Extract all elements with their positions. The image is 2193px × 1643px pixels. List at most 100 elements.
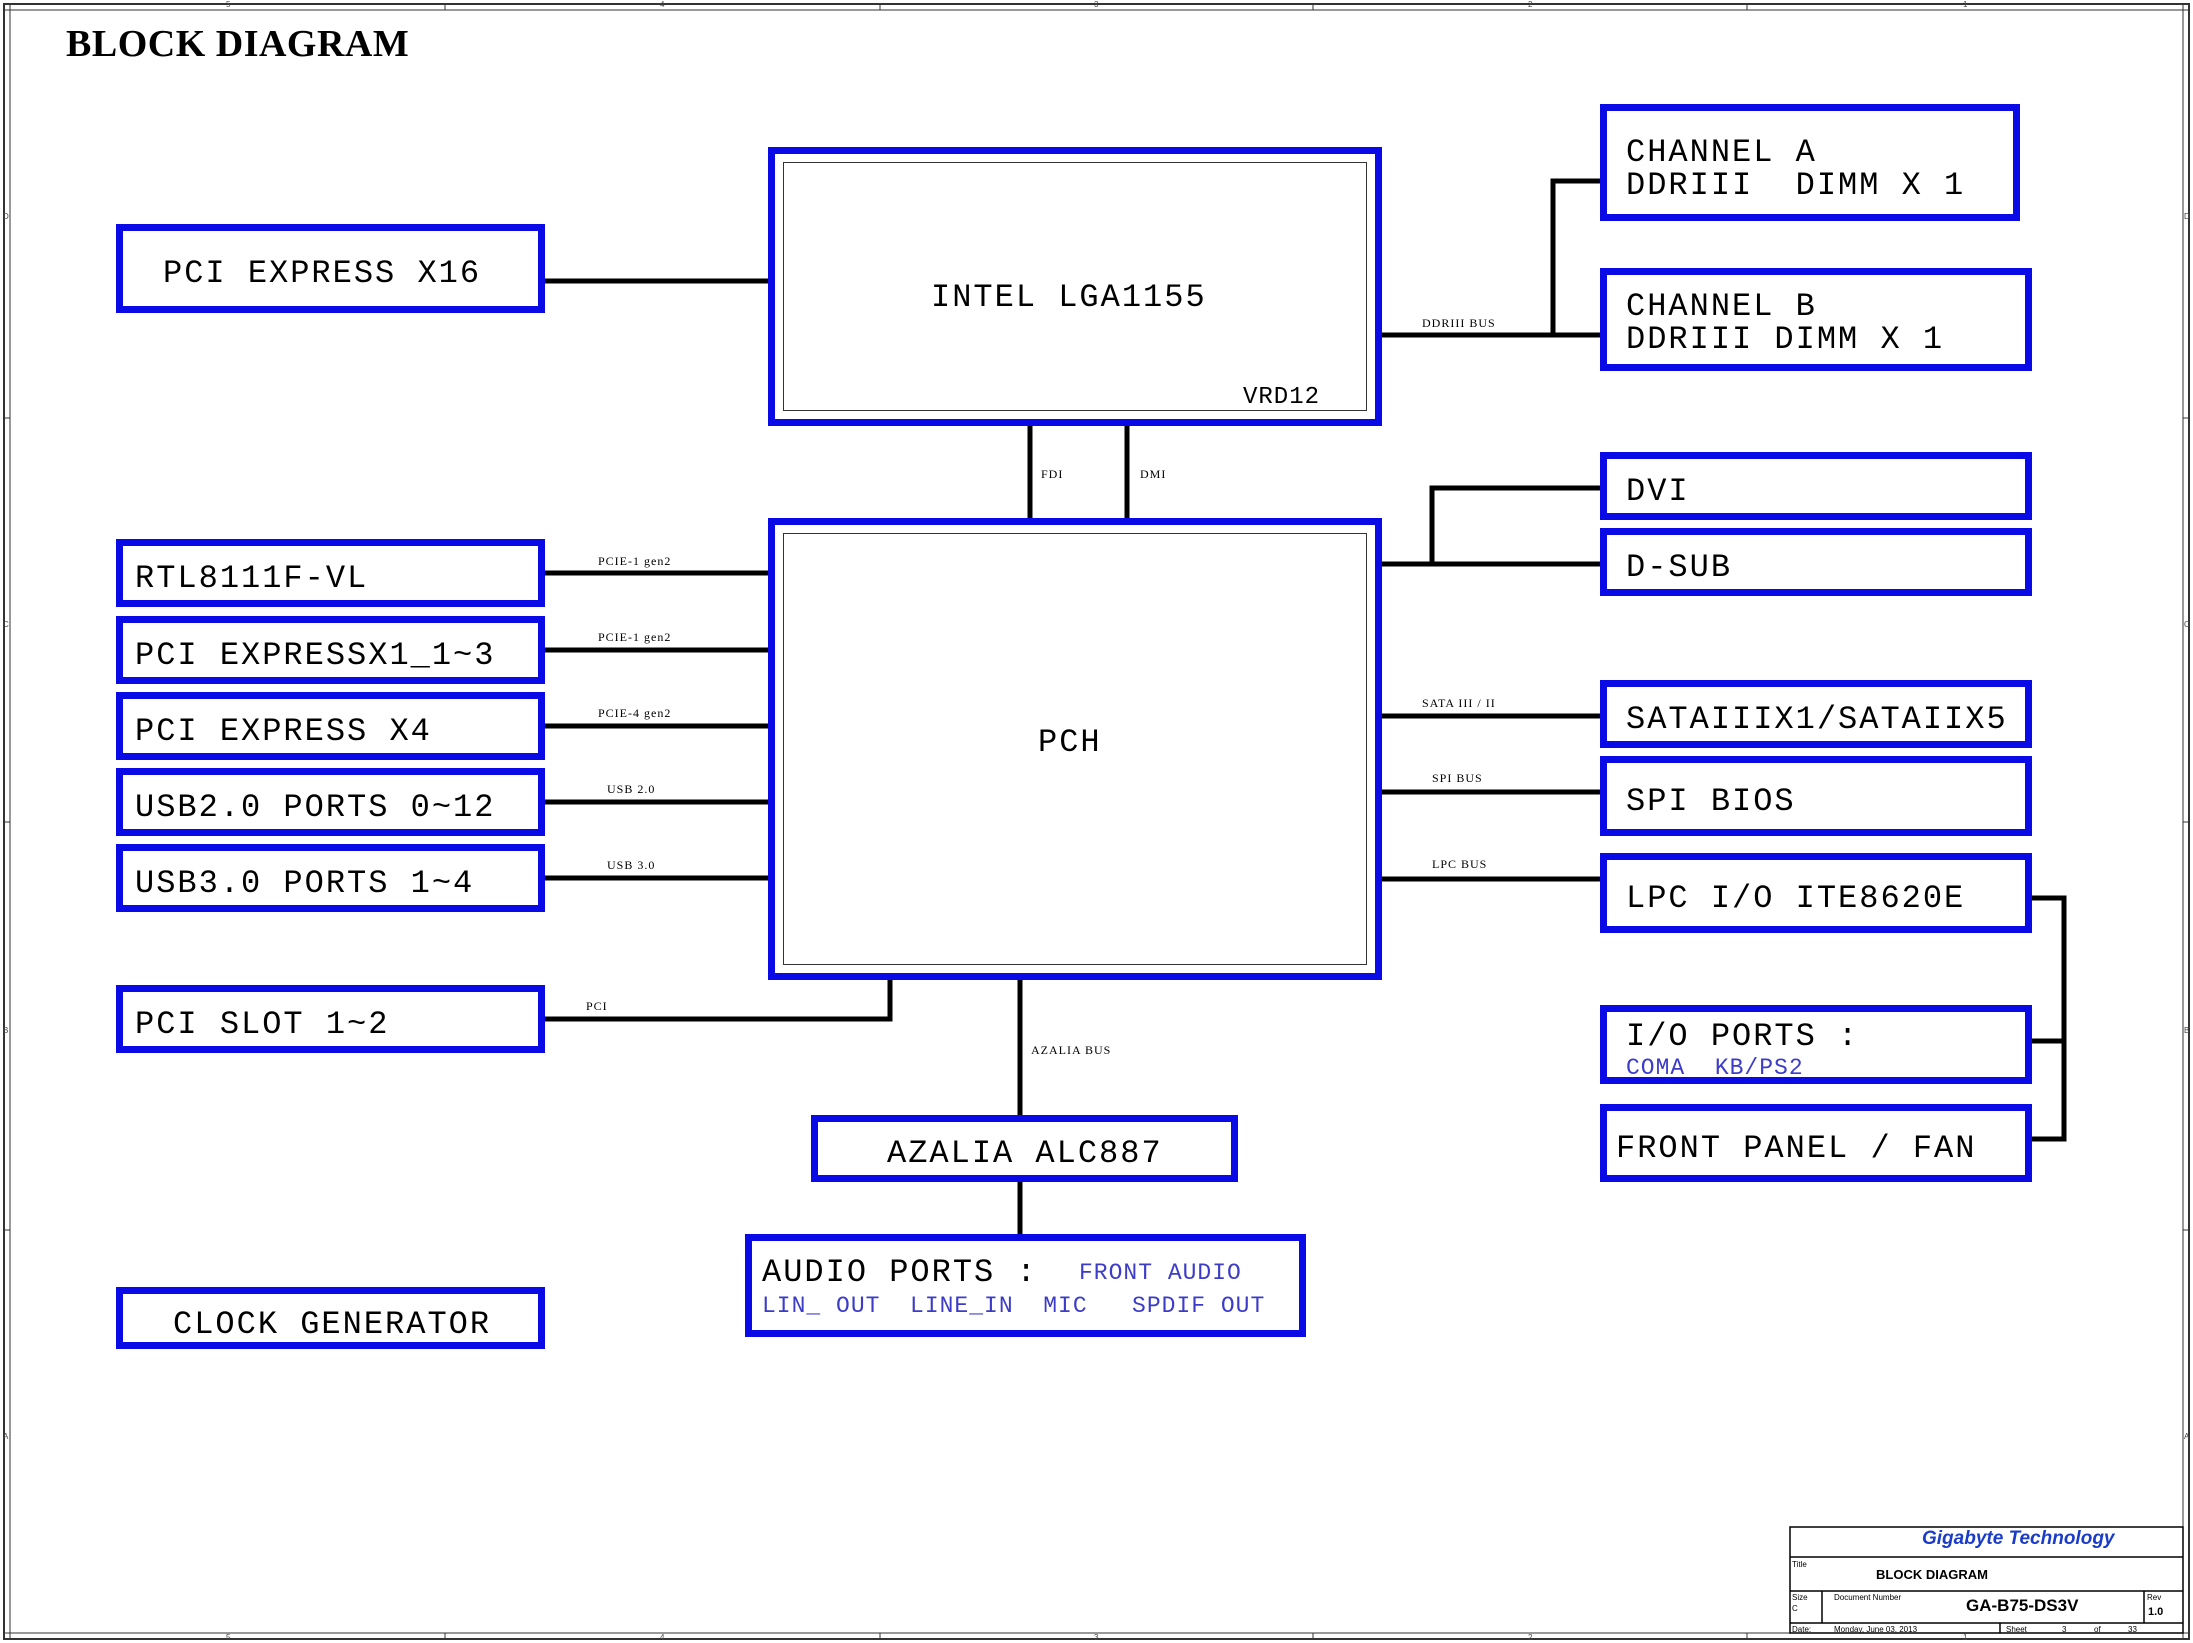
row-label: B bbox=[3, 1026, 9, 1035]
col-label: 3 bbox=[1094, 0, 1099, 9]
channel-a-line2: DDRIII DIMM X 1 bbox=[1626, 167, 1966, 204]
cpu-inner-frame bbox=[783, 162, 1367, 411]
pcie-x4-block: PCI EXPRESS X4 bbox=[116, 692, 545, 760]
rtl-label: RTL8111F-VL bbox=[135, 560, 369, 597]
col-label: 5 bbox=[226, 1633, 231, 1642]
sata-label: SATAIIIX1/SATAIIX5 bbox=[1626, 701, 2008, 738]
wire-ddr-branch bbox=[1550, 178, 1603, 338]
dvi-label: DVI bbox=[1626, 473, 1690, 510]
bus-label-sata: SATA III / II bbox=[1422, 696, 1496, 710]
col-label: 2 bbox=[1528, 0, 1533, 9]
pcie-x1-label: PCI EXPRESSX1_1~3 bbox=[135, 637, 496, 674]
spi-bios-label: SPI BIOS bbox=[1626, 783, 1796, 820]
sheet-total: 33 bbox=[2128, 1625, 2137, 1634]
wire-lpc-io bbox=[2027, 895, 2067, 1142]
bus-label-fdi: FDI bbox=[1041, 467, 1064, 481]
channel-b-line1: CHANNEL B bbox=[1626, 288, 1817, 325]
front-panel-block: FRONT PANEL / FAN bbox=[1600, 1104, 2032, 1182]
bus-label-pcie4: PCIE-4 gen2 bbox=[598, 706, 672, 720]
usb3-label: USB3.0 PORTS 1~4 bbox=[135, 865, 475, 902]
cpu-label: INTEL LGA1155 bbox=[931, 279, 1207, 316]
bus-label-pcie1-a: PCIE-1 gen2 bbox=[598, 554, 672, 568]
sheet-number: 3 bbox=[2062, 1625, 2067, 1634]
docnum-caption: Document Number bbox=[1834, 1593, 1902, 1602]
cpu-block: INTEL LGA1155 VRD12 bbox=[768, 147, 1382, 426]
bus-label-pci: PCI bbox=[586, 999, 608, 1013]
clock-generator-label: CLOCK GENERATOR bbox=[173, 1306, 492, 1343]
title-block-frame bbox=[1789, 1526, 2184, 1634]
bus-label-spi: SPI BUS bbox=[1432, 771, 1483, 785]
row-label: B bbox=[2184, 1026, 2190, 1035]
pch-label: PCH bbox=[1038, 724, 1102, 761]
clock-generator-block: CLOCK GENERATOR bbox=[116, 1287, 545, 1349]
audio-ports-items: LIN_ OUT LINE_IN MIC SPDIF OUT bbox=[762, 1293, 1266, 1319]
date-value: Monday, June 03, 2013 bbox=[1834, 1625, 1918, 1634]
pch-inner-frame bbox=[783, 533, 1367, 965]
bus-label-usb3: USB 3.0 bbox=[607, 858, 656, 872]
audio-front-label: FRONT AUDIO bbox=[1079, 1260, 1242, 1286]
dsub-label: D-SUB bbox=[1626, 549, 1733, 586]
col-label: 4 bbox=[660, 0, 665, 9]
title-caption: Title bbox=[1792, 1560, 1807, 1569]
size-caption: Size bbox=[1792, 1593, 1808, 1602]
row-label: A bbox=[3, 1432, 9, 1441]
io-ports-block: I/O PORTS : COMA KB/PS2 bbox=[1600, 1005, 2032, 1084]
doc-number: GA-B75-DS3V bbox=[1966, 1596, 2079, 1615]
doc-title: BLOCK DIAGRAM bbox=[1876, 1567, 1988, 1582]
azalia-block: AZALIA ALC887 bbox=[811, 1115, 1238, 1182]
io-ports-sub: COMA KB/PS2 bbox=[1626, 1055, 1804, 1081]
sata-block: SATAIIIX1/SATAIIX5 bbox=[1600, 680, 2032, 748]
size-value: C bbox=[1792, 1604, 1798, 1613]
row-label: D bbox=[2184, 212, 2190, 221]
row-label: D bbox=[3, 212, 9, 221]
bus-label-pcie1-b: PCIE-1 gen2 bbox=[598, 630, 672, 644]
audio-ports-label: AUDIO PORTS : bbox=[762, 1254, 1038, 1291]
pcie-x4-label: PCI EXPRESS X4 bbox=[135, 713, 432, 750]
col-label: 1 bbox=[1963, 0, 1968, 9]
col-label: 5 bbox=[226, 0, 231, 9]
sheet-caption: Sheet bbox=[2006, 1625, 2027, 1634]
lpc-io-block: LPC I/O ITE8620E bbox=[1600, 853, 2032, 933]
page-title: BLOCK DIAGRAM bbox=[66, 23, 410, 65]
cpu-vrd-label: VRD12 bbox=[1243, 384, 1321, 411]
bus-label-lpc: LPC BUS bbox=[1432, 857, 1488, 871]
pcie-x16-block: PCI EXPRESS X16 bbox=[116, 224, 545, 313]
usb2-block: USB2.0 PORTS 0~12 bbox=[116, 768, 545, 836]
bus-label-ddr: DDRIII BUS bbox=[1422, 316, 1496, 330]
date-caption: Date: bbox=[1792, 1625, 1812, 1634]
pcie-x1-block: PCI EXPRESSX1_1~3 bbox=[116, 616, 545, 684]
bus-label-dmi: DMI bbox=[1140, 467, 1167, 481]
azalia-label: AZALIA ALC887 bbox=[887, 1135, 1163, 1172]
rev-caption: Rev bbox=[2147, 1593, 2162, 1602]
row-label: A bbox=[2184, 1432, 2190, 1441]
channel-a-line1: CHANNEL A bbox=[1626, 134, 1817, 171]
lpc-io-label: LPC I/O ITE8620E bbox=[1626, 880, 1966, 917]
usb2-label: USB2.0 PORTS 0~12 bbox=[135, 789, 496, 826]
wire-dvi bbox=[1429, 485, 1603, 567]
wire-pci bbox=[540, 975, 893, 1022]
dvi-block: DVI bbox=[1600, 452, 2032, 520]
spi-bios-block: SPI BIOS bbox=[1600, 756, 2032, 836]
bus-label-usb2: USB 2.0 bbox=[607, 782, 656, 796]
col-label: 4 bbox=[660, 1633, 665, 1642]
pci-slot-block: PCI SLOT 1~2 bbox=[116, 985, 545, 1053]
pch-block: PCH bbox=[768, 518, 1382, 980]
pcie-x16-label: PCI EXPRESS X16 bbox=[163, 255, 482, 292]
rev-value: 1.0 bbox=[2148, 1606, 2164, 1618]
channel-b-line2: DDRIII DIMM X 1 bbox=[1626, 321, 1945, 358]
channel-a-block: CHANNEL A DDRIII DIMM X 1 bbox=[1600, 104, 2020, 221]
row-label: C bbox=[2184, 620, 2190, 629]
row-label: C bbox=[3, 620, 9, 629]
col-label: 2 bbox=[1528, 1633, 1533, 1642]
audio-ports-block: AUDIO PORTS : FRONT AUDIO LIN_ OUT LINE_… bbox=[745, 1234, 1306, 1337]
col-label: 1 bbox=[1963, 1633, 1968, 1642]
io-ports-label: I/O PORTS : bbox=[1626, 1018, 1860, 1055]
channel-b-block: CHANNEL B DDRIII DIMM X 1 bbox=[1600, 268, 2032, 371]
pci-slot-label: PCI SLOT 1~2 bbox=[135, 1006, 390, 1043]
col-label: 3 bbox=[1094, 1633, 1099, 1642]
bus-label-azalia: AZALIA BUS bbox=[1031, 1043, 1112, 1057]
rtl-block: RTL8111F-VL bbox=[116, 539, 545, 607]
of-caption: of bbox=[2094, 1625, 2101, 1634]
